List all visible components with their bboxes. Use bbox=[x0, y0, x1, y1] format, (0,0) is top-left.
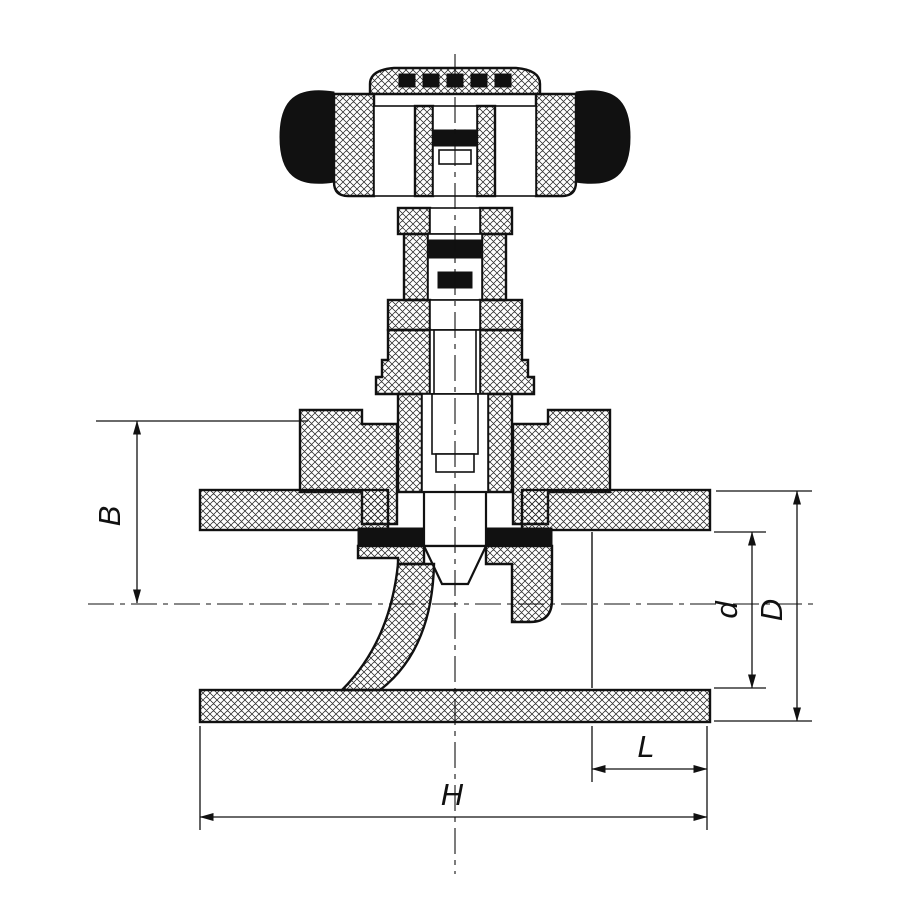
bonnet-shoulder-right bbox=[478, 298, 524, 332]
handwheel bbox=[279, 66, 631, 198]
dim-label-L: L bbox=[637, 729, 654, 764]
handwheel-hub-wall-left bbox=[413, 104, 435, 198]
seat-seal-right bbox=[485, 527, 553, 547]
flow-partition bbox=[339, 562, 436, 692]
dim-label-D: D bbox=[754, 599, 789, 621]
handwheel-hub-wall-right bbox=[475, 104, 497, 198]
centerlines bbox=[88, 54, 814, 874]
handwheel-grip-left bbox=[279, 90, 335, 184]
dimension-H: H bbox=[199, 726, 708, 830]
dimension-D: D bbox=[714, 490, 812, 722]
dimension-L: L bbox=[591, 726, 708, 830]
dimension-B: B bbox=[92, 420, 308, 604]
bonnet-tube-left bbox=[396, 392, 424, 494]
valve-disc-tip bbox=[422, 544, 488, 586]
seat-left bbox=[356, 544, 426, 566]
handwheel-window-right bbox=[494, 105, 537, 197]
dim-label-d: d bbox=[709, 600, 744, 619]
body-top-wall-left bbox=[198, 488, 390, 532]
bonnet-shoulder-left bbox=[386, 298, 432, 332]
dim-label-H: H bbox=[441, 777, 464, 812]
dim-label-B: B bbox=[92, 506, 127, 527]
bonnet-thread-right bbox=[478, 328, 536, 396]
handwheel-rim-right bbox=[534, 92, 578, 198]
dimension-d: d bbox=[709, 531, 766, 689]
bonnet-thread-left bbox=[374, 328, 432, 396]
handwheel-rim-left bbox=[332, 92, 376, 198]
handwheel-grip-right bbox=[575, 90, 631, 184]
gland-wall-right bbox=[478, 206, 514, 236]
gland-wall-left bbox=[396, 206, 432, 236]
seat-hook-right bbox=[484, 544, 554, 624]
handwheel-window-left bbox=[373, 105, 416, 197]
bonnet-tube-right bbox=[486, 392, 514, 494]
handwheel-cap-ribs bbox=[398, 73, 512, 88]
body-top-wall-right bbox=[520, 488, 712, 532]
seat-seal-left bbox=[357, 527, 425, 547]
packing-housing-left bbox=[402, 232, 430, 302]
packing-housing-right bbox=[480, 232, 508, 302]
